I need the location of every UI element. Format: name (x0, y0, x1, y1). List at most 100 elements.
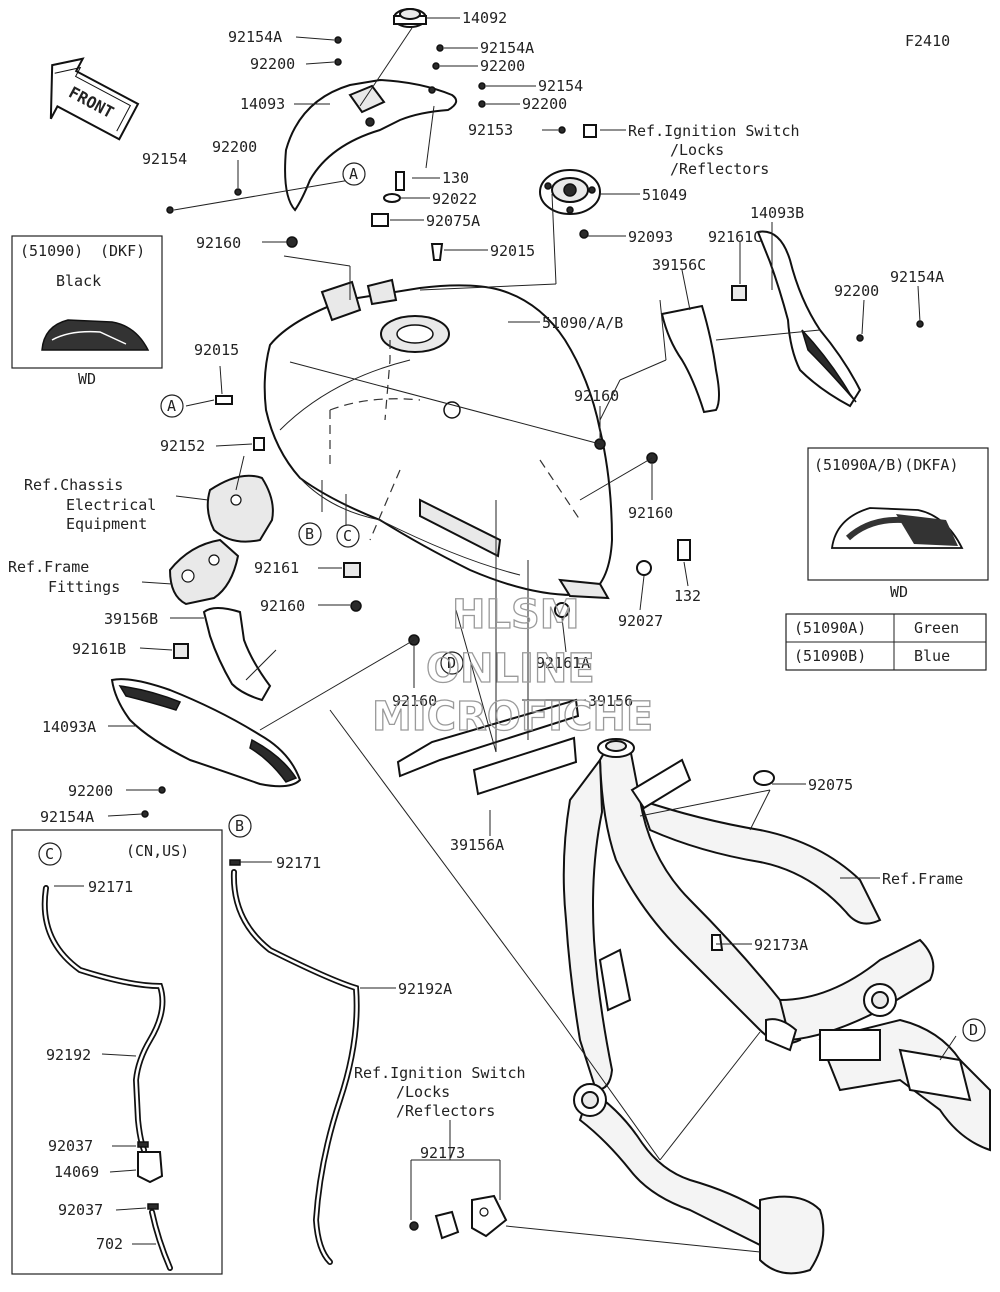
callout-92200: 92200 (68, 782, 113, 800)
ref-ignition-reflectors: /Reflectors (396, 1102, 495, 1120)
bolt-92015 (215, 395, 233, 405)
washer-92022 (383, 193, 401, 203)
damper-92161B (173, 643, 189, 659)
front-arrow-icon: FRONT (49, 57, 140, 141)
inset-color-variant: (51090A/B)(DKFA) WD (807, 447, 989, 601)
ref-frame-fittings-2: Fittings (48, 578, 120, 596)
callout-92015: 92015 (490, 242, 535, 260)
pad-39156A (472, 736, 578, 796)
callout-92027: 92027 (618, 612, 663, 630)
damper-92161C (731, 285, 747, 301)
grommet-92160 (350, 600, 362, 612)
ref-chassis-equipment: Equipment (66, 515, 147, 533)
watermark-line2: ONLINE (426, 646, 595, 692)
callout-92154A: 92154A (228, 28, 282, 46)
callout-92154A: 92154A (890, 268, 944, 286)
pad-39156C (660, 304, 720, 414)
hose-92192A (229, 859, 360, 1265)
ignition-switch-parts (409, 1194, 508, 1240)
callout-92022: 92022 (432, 190, 477, 208)
ref-frame: Ref.Frame (882, 870, 963, 888)
svg-text:B: B (305, 525, 314, 543)
callout-92154A: 92154A (40, 808, 94, 826)
ref-ignition-switch: Ref.Ignition Switch (354, 1064, 526, 1082)
inset-black-code: (51090) (20, 242, 83, 260)
callout-92161A: 92161A (536, 654, 590, 672)
color-table-code: (51090B) (794, 647, 866, 665)
callout-92161B: 92161B (72, 640, 126, 658)
pad-39156B (202, 607, 272, 702)
letter-b-marker: B (298, 522, 322, 546)
svg-text:D: D (447, 654, 456, 672)
fuel-cap-14092 (393, 8, 427, 28)
callout-92075: 92075 (808, 776, 853, 794)
cap-assembly-51049 (539, 169, 601, 215)
callout-92173: 92173 (420, 1144, 465, 1162)
ref-chassis: Ref.Chassis (24, 476, 123, 494)
nut-92093 (579, 229, 589, 239)
callout-92160: 92160 (260, 597, 305, 615)
callout-92200: 92200 (522, 95, 567, 113)
callout-92171: 92171 (88, 878, 133, 896)
grommet-92160 (286, 236, 298, 248)
bolt-92152 (253, 437, 265, 451)
ref-ignition-switch: Ref.Ignition Switch (628, 122, 800, 140)
watermark-line3: MICROFICHE (372, 694, 653, 740)
svg-text:C: C (343, 527, 352, 545)
callout-92154A: 92154A (480, 39, 534, 57)
bracket-ref-chassis (206, 474, 274, 543)
color-table: (51090A) Green (51090B) Blue (785, 613, 987, 671)
callout-labels: 14092 92154A 92200 92154A 92200 92154 92… (8, 9, 963, 1253)
callout-92200: 92200 (480, 57, 525, 75)
hose-box-note: (CN,US) (126, 842, 189, 860)
letter-d-marker: D (962, 1018, 986, 1042)
callout-132: 132 (674, 587, 701, 605)
callout-92200: 92200 (250, 55, 295, 73)
svg-text:A: A (167, 397, 176, 415)
tank-cover-14093 (284, 78, 458, 212)
side-cover-14093B (756, 230, 862, 408)
callout-92154: 92154 (538, 77, 583, 95)
callout-14092: 14092 (462, 9, 507, 27)
bolt-132 (677, 539, 691, 561)
callout-39156A: 39156A (450, 836, 504, 854)
frame-assembly (562, 738, 991, 1275)
bracket-ref-frame-fittings (168, 538, 240, 606)
callout-92192: 92192 (46, 1046, 91, 1064)
ref-ignition-locks: /Locks (396, 1083, 450, 1101)
callout-92160: 92160 (196, 234, 241, 252)
svg-text:A: A (349, 165, 358, 183)
callout-92152: 92152 (160, 437, 205, 455)
inset-color-code: (51090A/B)(DKFA) (814, 456, 959, 474)
callout-130: 130 (442, 169, 469, 187)
color-table-color: Blue (914, 647, 950, 665)
callout-39156B: 39156B (104, 610, 158, 628)
callout-92160: 92160 (628, 504, 673, 522)
inset-black-color: Black (56, 272, 101, 290)
pad-39156 (396, 698, 580, 778)
svg-text:B: B (235, 817, 244, 835)
letter-d-marker: D (440, 651, 464, 675)
letter-a-marker: A (160, 394, 184, 418)
callout-92160: 92160 (574, 387, 619, 405)
color-table-color: Green (914, 619, 959, 637)
callout-14093A: 14093A (42, 718, 96, 736)
callout-14093B: 14093B (750, 204, 804, 222)
clamp-92173A (711, 934, 724, 951)
letter-a-marker: A (342, 162, 366, 186)
callout-51090: 51090/A/B (542, 314, 623, 332)
inset-black-variant-code: (DKF) (100, 242, 145, 260)
hose-box (11, 829, 223, 1275)
svg-text:D: D (969, 1021, 978, 1039)
color-table-code: (51090A) (794, 619, 866, 637)
damper-92161 (343, 562, 361, 578)
callout-92171: 92171 (276, 854, 321, 872)
ref-ignition-locks: /Locks (670, 141, 724, 159)
bolt-130 (395, 171, 405, 191)
fuel-tank (263, 278, 614, 600)
callout-92200: 92200 (212, 138, 257, 156)
watermark-line1: HLSM (452, 592, 580, 638)
callout-51049: 51049 (642, 186, 687, 204)
hose-92192 (41, 885, 173, 1271)
damper-92161A (554, 602, 570, 618)
